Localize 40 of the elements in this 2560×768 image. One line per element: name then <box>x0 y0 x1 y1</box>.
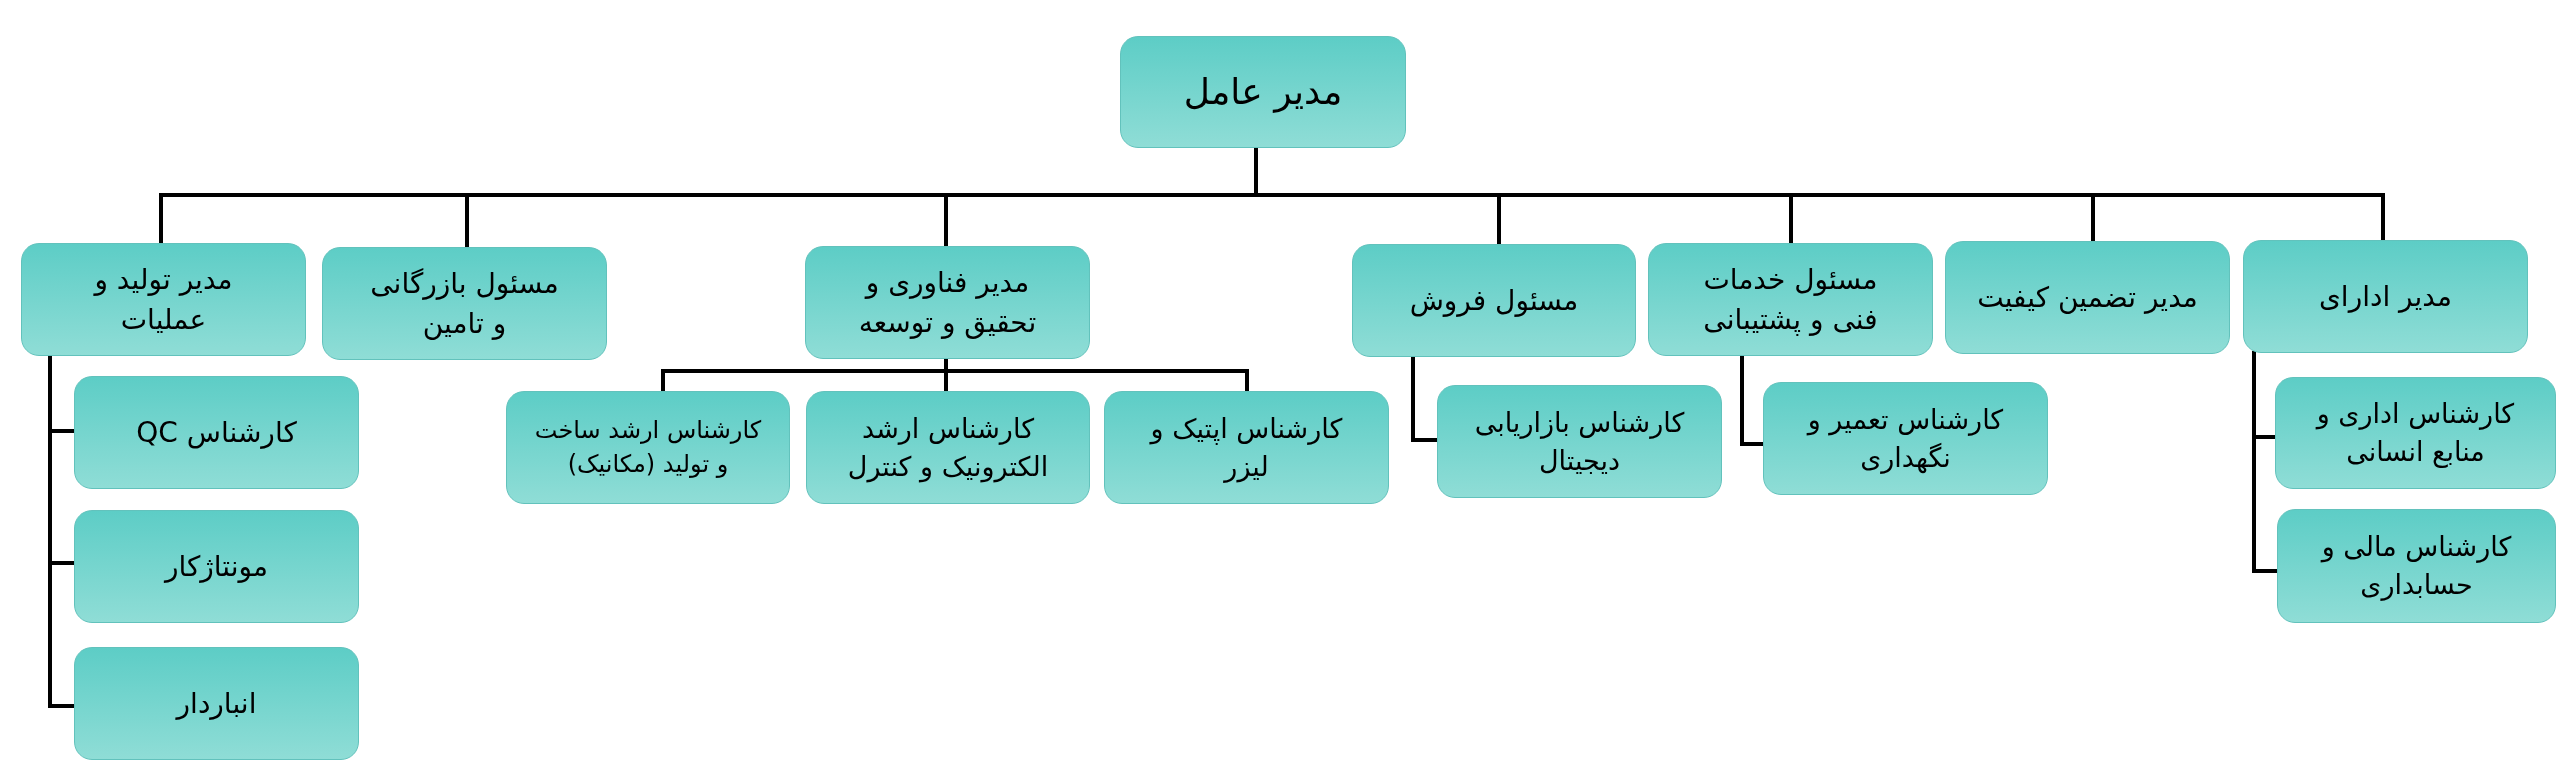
role-title: مدیر تضمین کیفیت <box>1977 279 2198 316</box>
role-box <box>805 246 1090 359</box>
role-title: انباردار <box>176 685 257 722</box>
role-title: کارشناس مالی و حسابداری <box>2320 530 2513 603</box>
role-box <box>21 243 306 356</box>
connector-line <box>1740 354 1765 446</box>
role-title: مدیر فناوری و تحقیق و توسعه <box>857 265 1038 341</box>
role-box <box>1104 391 1389 504</box>
role-title: کارشناس QC <box>136 414 297 451</box>
role-box <box>1120 36 1406 148</box>
role-box <box>2243 240 2528 353</box>
connector-line <box>1411 355 1439 442</box>
role-box <box>74 510 359 623</box>
role-box <box>2277 509 2556 623</box>
role-title: کارشناس تعمیر و نگهداری <box>1806 402 2005 476</box>
role-box <box>74 376 359 489</box>
role-title: کارشناس اداری و منابع انسانی <box>2315 397 2516 470</box>
role-title: کارشناس ارشد الکترونیک و کنترل <box>846 411 1050 485</box>
connector-line <box>2252 351 2279 573</box>
role-box <box>2275 377 2556 489</box>
role-box <box>1945 241 2230 354</box>
role-box <box>1648 243 1933 356</box>
role-title: مسئول فروش <box>1409 282 1579 319</box>
role-box <box>322 247 607 360</box>
role-box <box>1437 385 1722 498</box>
role-title: کارشناس ارشد ساخت و تولید (مکانیک) <box>533 414 763 480</box>
role-box <box>1352 244 1636 357</box>
role-title: مدیر تولید و عملیات <box>92 262 234 338</box>
role-title: کارشناس بازاریابی دیجیتال <box>1473 405 1686 478</box>
role-title: مسئول بازرگانی و تامین <box>369 266 560 342</box>
role-box <box>506 391 790 504</box>
role-box <box>806 391 1090 504</box>
role-title: مدیر ادارای <box>2318 278 2453 315</box>
role-title: مدیر عامل <box>1183 69 1343 115</box>
role-title: کارشناس اپتیک و لیزر <box>1149 411 1344 485</box>
role-title: مسئول خدمات فنی و پشتیبانی <box>1702 262 1879 338</box>
role-box <box>74 647 359 760</box>
connector-line <box>48 354 76 708</box>
role-title: مونتاژکار <box>164 548 269 585</box>
role-box <box>1763 382 2048 495</box>
